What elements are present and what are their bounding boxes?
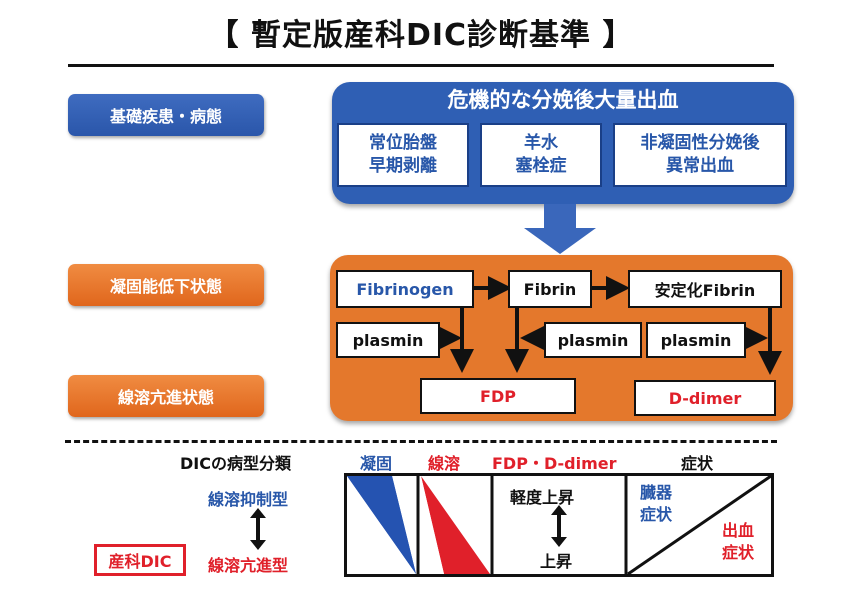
fdp-mild: 軽度上昇	[510, 488, 575, 507]
underlying-title: 危機的な分娩後大量出血	[447, 88, 679, 112]
node-stable-fibrin: 安定化Fibrin	[628, 270, 782, 308]
col-header-coag: 凝固	[360, 454, 393, 473]
node-plasmin-mid: plasmin	[544, 322, 642, 358]
type-suppressed: 線溶抑制型	[208, 490, 289, 509]
classification-grid	[344, 473, 774, 577]
cascade-arrows	[438, 276, 782, 375]
page-title: 【 暫定版産科DIC診断基準 】	[208, 18, 634, 53]
label-fibrinolysis: 線溶亢進状態	[68, 375, 264, 417]
symptom-bleed: 出血 症状	[722, 521, 755, 562]
condition-amniotic-embolism: 羊水 塞栓症	[480, 123, 602, 187]
col-header-symptom: 症状	[681, 454, 714, 473]
down-arrow	[524, 204, 596, 254]
node-fibrinogen: Fibrinogen	[336, 270, 474, 308]
col-header-fib: 線溶	[428, 454, 461, 473]
col-header-fdp: FDP・D-dimer	[492, 454, 617, 473]
title-underline	[68, 64, 774, 67]
condition-placental-abruption: 常位胎盤 早期剥離	[337, 123, 469, 187]
label-base-disease: 基礎疾患・病態	[68, 94, 264, 136]
symptom-organ: 臓器 症状	[640, 483, 673, 524]
obstetric-dic-badge: 産科DIC	[94, 544, 186, 576]
classification-grid-graphics	[347, 473, 772, 577]
node-fibrin: Fibrin	[508, 270, 592, 308]
type-enhanced: 線溶亢進型	[208, 556, 289, 575]
label-coag-decline: 凝固能低下状態	[68, 264, 264, 306]
fdp-rise: 上昇	[540, 552, 573, 571]
node-plasmin-right: plasmin	[646, 322, 746, 358]
node-ddimer: D-dimer	[634, 380, 776, 416]
classification-header: DICの病型分類	[180, 454, 291, 473]
section-divider	[65, 440, 777, 443]
node-fdp: FDP	[420, 378, 576, 414]
updown-arrow-left	[250, 508, 266, 550]
condition-noncoag-hemorrhage: 非凝固性分娩後 異常出血	[613, 123, 787, 187]
node-plasmin-left: plasmin	[336, 322, 440, 358]
